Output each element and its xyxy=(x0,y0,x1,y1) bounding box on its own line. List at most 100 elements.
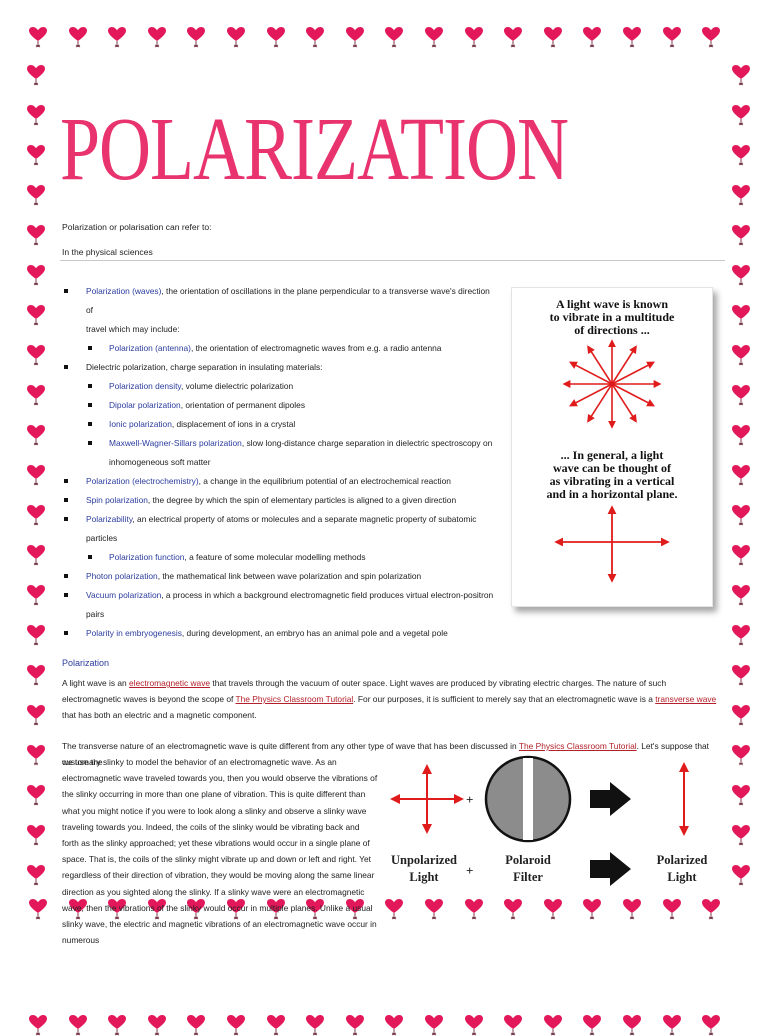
list-item: Polarization density, volume dielectric … xyxy=(64,377,494,396)
light-wave-card: A light wave is known to vibrate in a mu… xyxy=(511,287,713,607)
heart-icon xyxy=(662,26,682,48)
card-line: and in a horizontal plane. xyxy=(546,487,678,501)
heart-icon xyxy=(26,824,46,846)
list-item-link[interactable]: Polarization (electrochemistry) xyxy=(86,476,199,486)
text: . Let's suppose that we use the xyxy=(62,741,709,767)
heart-icon xyxy=(107,26,127,48)
heart-icon xyxy=(731,184,751,206)
link-physics-classroom-2[interactable]: The Physics Classroom Tutorial xyxy=(518,741,637,751)
text: The transverse nature of an electromagne… xyxy=(62,741,519,751)
list-item-link[interactable]: Polarization (antenna) xyxy=(109,343,191,353)
heart-icon xyxy=(503,898,523,920)
heart-icon xyxy=(26,544,46,566)
heart-icon xyxy=(26,624,46,646)
list-item-text: , slow long-distance charge separation i… xyxy=(241,438,493,448)
link-physics-classroom[interactable]: The Physics Classroom Tutorial xyxy=(235,694,354,704)
bullet-icon xyxy=(88,403,92,407)
list-item-link[interactable]: Polarization density xyxy=(109,381,182,391)
list-item-text: particles xyxy=(86,533,118,543)
list-item-text: , displacement of ions in a crystal xyxy=(171,419,296,429)
text: that has both an electric and a magnetic… xyxy=(62,710,257,720)
link-electromagnetic-wave[interactable]: electromagnetic wave xyxy=(129,678,211,688)
list-item-link[interactable]: Vacuum polarization xyxy=(86,590,162,600)
heart-icon xyxy=(503,26,523,48)
label-line: Light xyxy=(409,870,439,884)
heart-icon xyxy=(731,264,751,286)
heart-icon xyxy=(731,704,751,726)
heart-icon xyxy=(662,898,682,920)
list-item-link[interactable]: Polarizability xyxy=(86,514,133,524)
list-item-link[interactable]: Photon polarization xyxy=(86,571,158,581)
burst-arrow xyxy=(611,383,656,407)
polarization-diagram: + + Unpolarized Light Polaroid Filter Po… xyxy=(384,752,724,892)
heart-icon xyxy=(345,898,365,920)
heart-icon xyxy=(26,784,46,806)
heart-icon xyxy=(68,898,88,920)
list-item-link[interactable]: Spin polarization xyxy=(86,495,148,505)
heart-icon xyxy=(345,1014,365,1036)
unpolarized-light-icon xyxy=(390,764,464,834)
list-item-link[interactable]: Ionic polarization xyxy=(109,419,172,429)
heart-icon xyxy=(345,26,365,48)
label-line: Unpolarized xyxy=(391,853,457,867)
heart-icon xyxy=(26,424,46,446)
heart-icon xyxy=(731,464,751,486)
heart-icon xyxy=(147,1014,167,1036)
list-item-text: Dielectric polarization, charge separati… xyxy=(86,362,323,372)
list-item-link[interactable]: Polarity in embryogenesis xyxy=(86,628,182,638)
heart-icon xyxy=(186,1014,206,1036)
bullet-icon xyxy=(64,631,68,635)
heart-icon xyxy=(731,744,751,766)
heart-icon xyxy=(384,1014,404,1036)
heart-icon xyxy=(731,384,751,406)
list-item: Polarization (electrochemistry), a chang… xyxy=(64,472,494,491)
list-item-link[interactable]: Maxwell-Wagner-Sillars polarization xyxy=(109,438,242,448)
bullet-icon xyxy=(64,593,68,597)
heart-icon xyxy=(464,1014,484,1036)
heart-icon xyxy=(26,704,46,726)
list-item-text: , an electrical property of atoms or mol… xyxy=(132,514,477,524)
label-polaroid-filter: Polaroid Filter xyxy=(488,852,568,886)
heart-icon xyxy=(731,504,751,526)
heart-icon xyxy=(266,1014,286,1036)
list-item-text: , the orientation of oscillations in the… xyxy=(86,286,490,315)
bullet-icon xyxy=(88,422,92,426)
bullet-icon xyxy=(88,555,92,559)
heart-icon xyxy=(582,26,602,48)
section-label: In the physical sciences xyxy=(62,247,153,257)
card-line: A light wave is known xyxy=(555,297,669,311)
heart-icon xyxy=(582,1014,602,1036)
list-item-text: , the degree by which the spin of elemen… xyxy=(147,495,457,505)
list-item-link[interactable]: Polarization function xyxy=(109,552,185,562)
link-transverse-wave[interactable]: transverse wave xyxy=(655,694,717,704)
heart-icon xyxy=(701,26,721,48)
heart-icon xyxy=(107,1014,127,1036)
heart-icon xyxy=(186,898,206,920)
heart-icon xyxy=(731,584,751,606)
heart-icon xyxy=(503,1014,523,1036)
list-item-text: , a process in which a background electr… xyxy=(161,590,494,600)
arrow-right-icon xyxy=(590,852,631,886)
list-item-link[interactable]: Dipolar polarization xyxy=(109,400,181,410)
heart-icon xyxy=(305,898,325,920)
multidirection-arrows-icon xyxy=(562,339,662,429)
heart-icon xyxy=(26,344,46,366)
heart-icon xyxy=(26,224,46,246)
list-item: Photon polarization, the mathematical li… xyxy=(64,567,494,586)
text: that travels through the vacuum of outer… xyxy=(62,678,667,704)
heart-icon xyxy=(26,464,46,486)
heart-icon xyxy=(26,264,46,286)
heart-icon xyxy=(28,1014,48,1036)
card-text-bottom: ... In general, a light wave can be thou… xyxy=(512,449,712,501)
list-item: Polarity in embryogenesis, during develo… xyxy=(64,624,494,643)
heart-icon xyxy=(543,1014,563,1036)
heart-icon xyxy=(26,384,46,406)
list-item-link[interactable]: Polarization (waves) xyxy=(86,286,162,296)
heart-icon xyxy=(731,144,751,166)
list-item: Polarization function, a feature of some… xyxy=(64,548,494,567)
bullet-icon xyxy=(64,574,68,578)
paragraph-3: customary slinky to model the behavior o… xyxy=(62,757,378,946)
heart-icon xyxy=(107,898,127,920)
list-item-text: , the orientation of electromagnetic wav… xyxy=(190,343,442,353)
heart-icon xyxy=(26,744,46,766)
